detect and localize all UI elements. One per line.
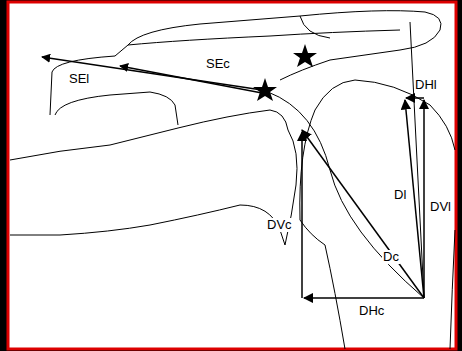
vector-label: DVc	[266, 218, 293, 232]
muscle-label: SEc	[205, 57, 231, 71]
vector-label: DHc	[358, 304, 385, 318]
muscle-label: SEl	[68, 72, 90, 86]
vector-label: Dc	[382, 250, 400, 264]
vector-label: DHl	[414, 78, 438, 92]
vector-label: DVl	[429, 200, 452, 214]
vector-label: Dl	[393, 188, 407, 202]
frame	[8, 2, 456, 349]
